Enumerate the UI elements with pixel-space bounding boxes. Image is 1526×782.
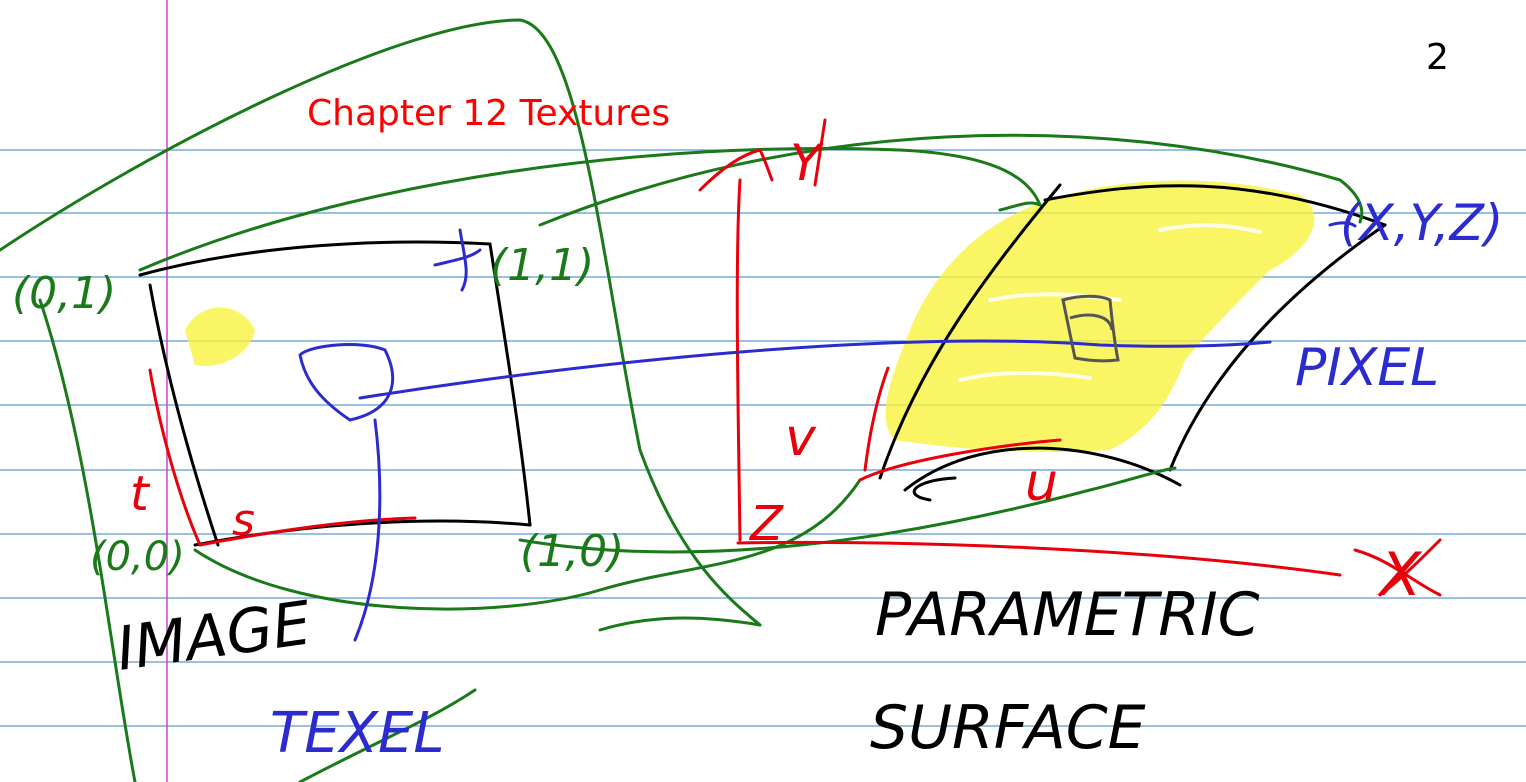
- page-title: Chapter 12 Textures: [307, 93, 671, 134]
- axis-t-label: t: [130, 466, 151, 522]
- axis-z-label: Z: [748, 496, 784, 552]
- mapping-arrows: [0, 18, 1364, 782]
- param-v-label: v: [785, 408, 817, 468]
- pixel-square: [1061, 294, 1120, 363]
- corner-bottom-left-label: (0,0): [90, 534, 185, 580]
- page-number: 2: [1426, 37, 1449, 78]
- param-u-label: u: [1025, 453, 1058, 513]
- texel-label: TEXEL: [270, 701, 445, 766]
- surface-point-label: (X,Y,Z): [1340, 194, 1503, 252]
- surface-label-line1: PARAMETRIC: [875, 580, 1260, 650]
- axis-x-label: X: [1377, 540, 1423, 610]
- texel-pixel-links: [298, 221, 1357, 642]
- surface-highlight: [185, 180, 1315, 452]
- image-label: IMAGE: [112, 588, 315, 684]
- axes-red: [148, 118, 1442, 597]
- image-square: [138, 240, 532, 547]
- axis-s-label: s: [232, 495, 255, 546]
- axis-y-label: Y: [790, 134, 824, 192]
- corner-bottom-right-label: (1,0): [520, 526, 624, 577]
- surface-label-line2: SURFACE: [870, 693, 1146, 763]
- surface-outline: [878, 183, 1387, 502]
- corner-top-left-label: (0,1): [12, 268, 116, 319]
- corner-top-right-label: (1,1): [490, 240, 594, 291]
- pixel-label: PIXEL: [1295, 338, 1439, 398]
